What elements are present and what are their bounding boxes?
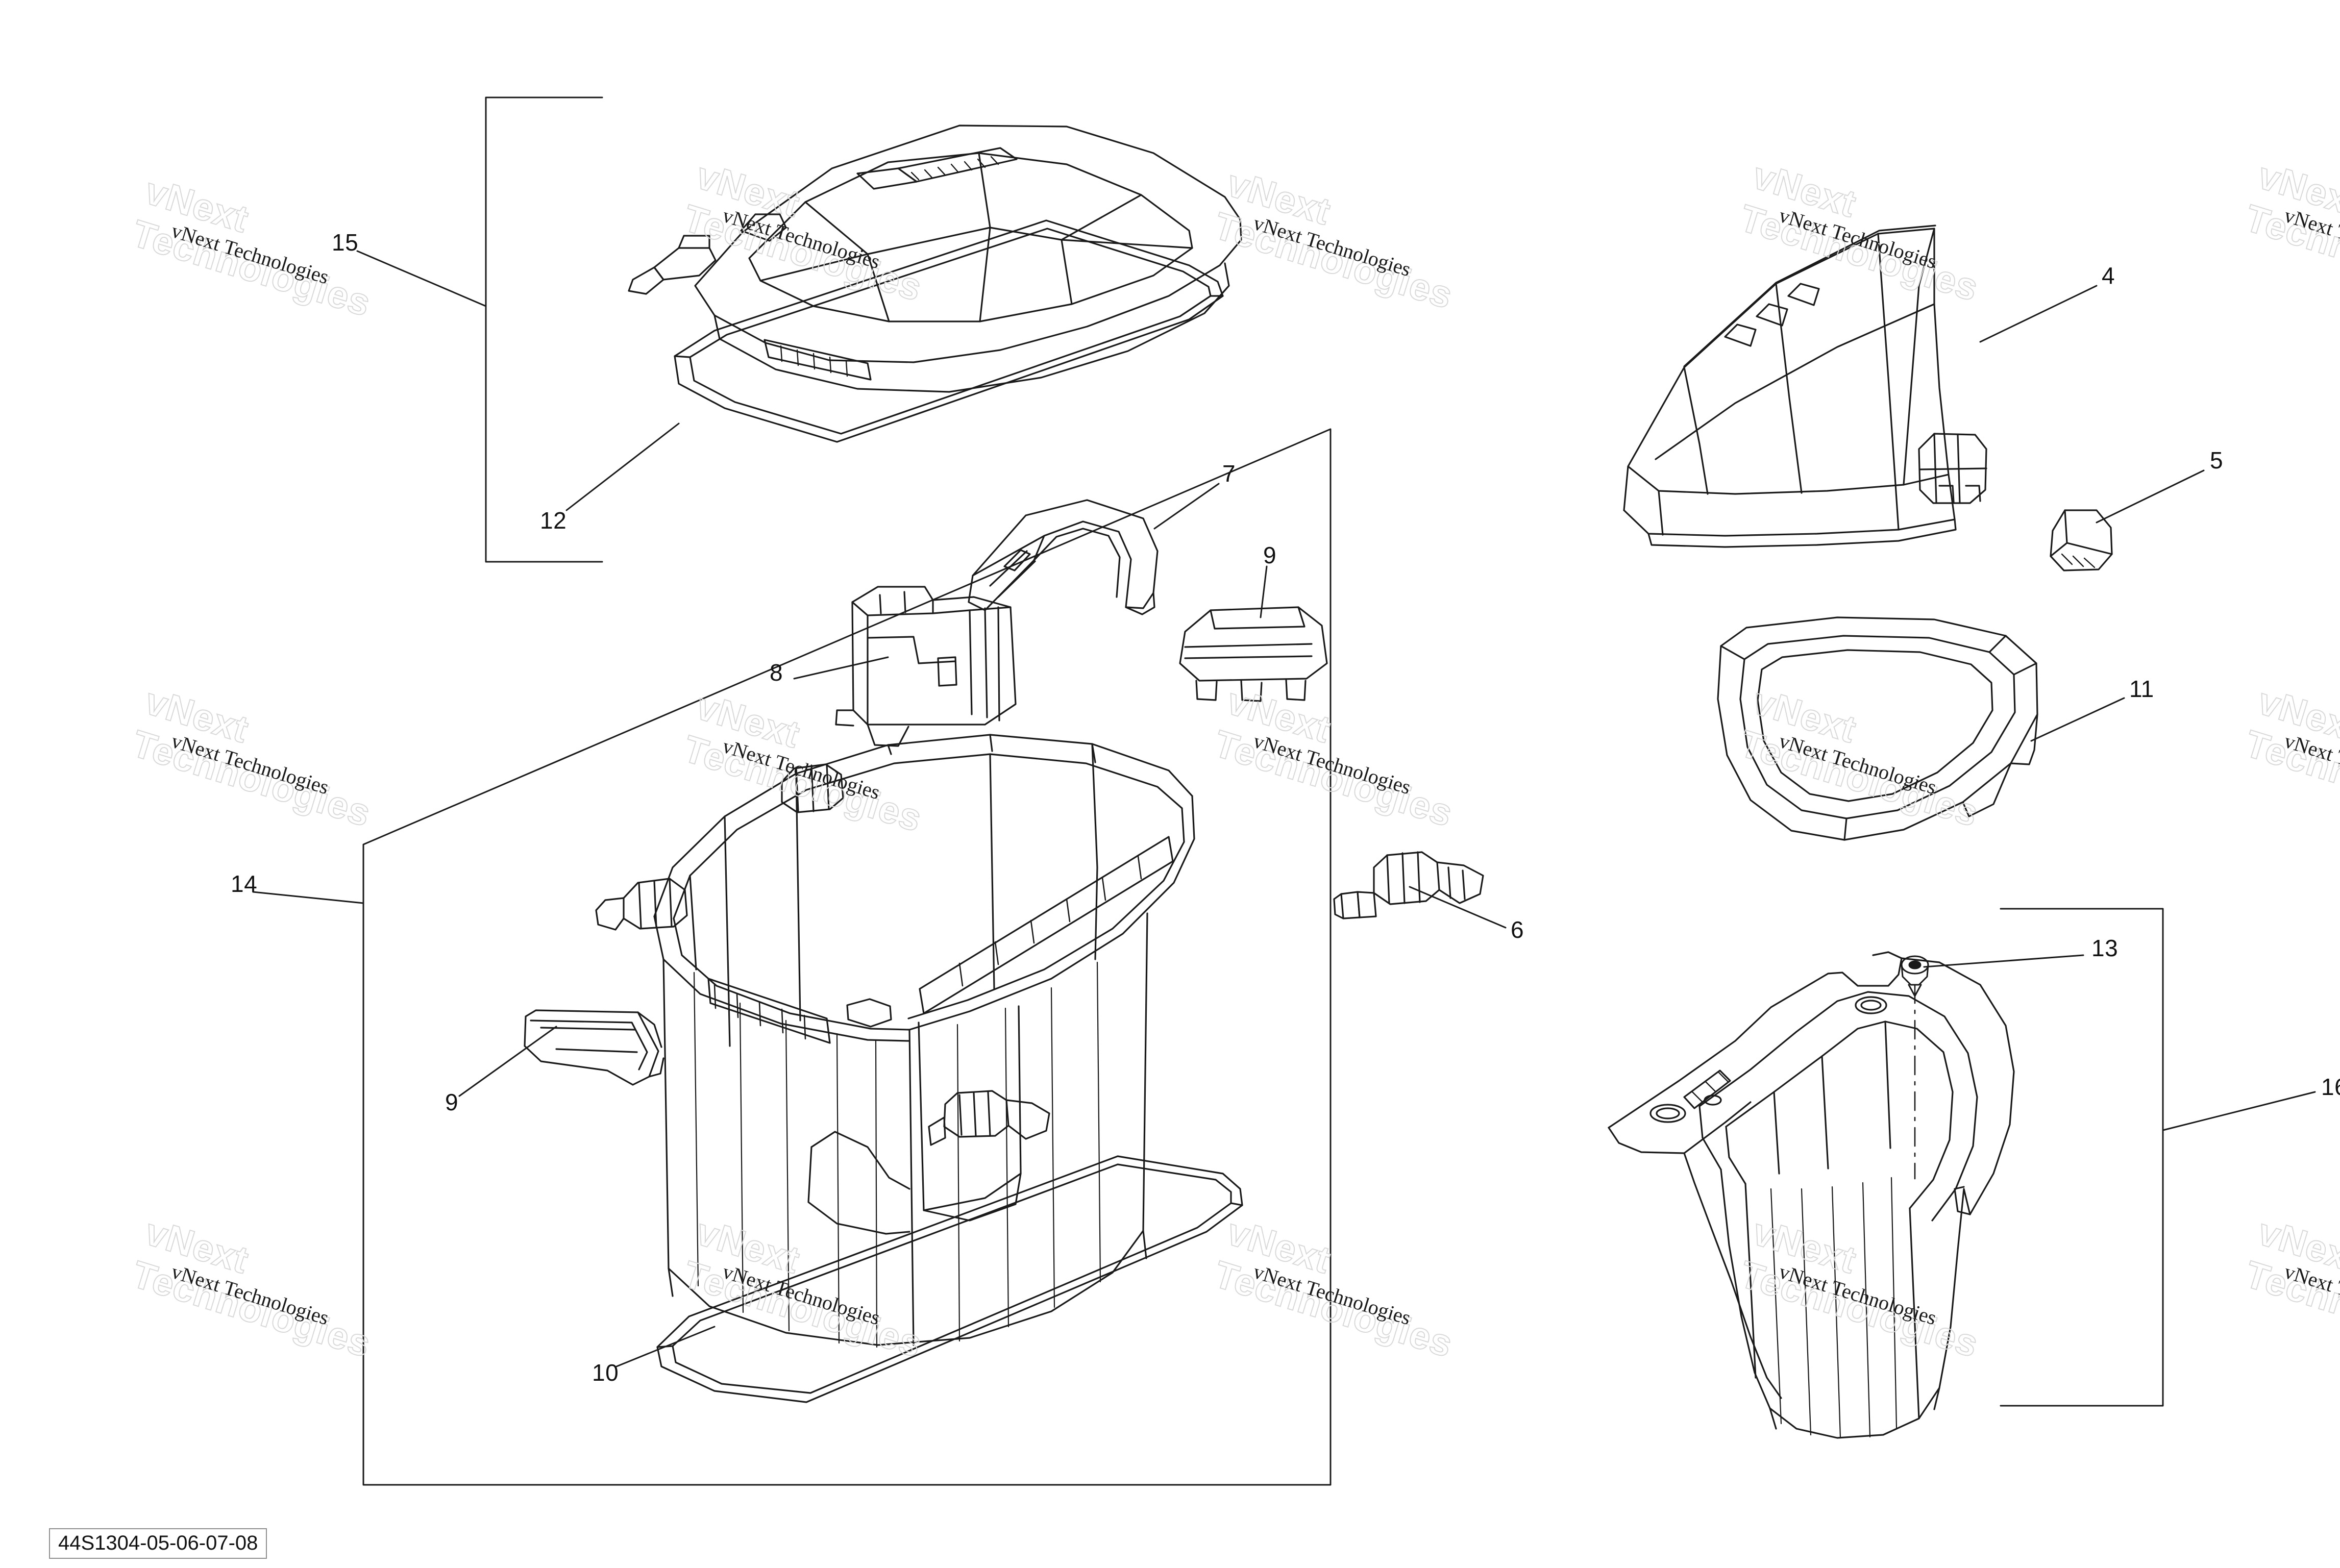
callout-16[interactable]: 16 <box>2321 1074 2340 1100</box>
callout-11[interactable]: 11 <box>2129 676 2154 702</box>
grommet <box>1901 955 1929 997</box>
callout-14[interactable]: 14 <box>231 870 258 897</box>
callout-4[interactable]: 4 <box>2102 262 2115 289</box>
callout-9-upper[interactable]: 9 <box>1263 542 1277 568</box>
retainer-clip-lower <box>524 1009 664 1086</box>
callout-9-lower[interactable]: 9 <box>445 1089 459 1115</box>
callout-8[interactable]: 8 <box>770 659 783 686</box>
group-box-16 <box>2000 908 2164 1407</box>
callout-12[interactable]: 12 <box>540 507 567 534</box>
callout-6[interactable]: 6 <box>1511 916 1524 943</box>
latch-pin <box>1333 851 1484 919</box>
end-cap <box>2050 509 2113 571</box>
leader-lines <box>252 250 2316 1367</box>
callout-10[interactable]: 10 <box>592 1359 619 1386</box>
group-box-15 <box>485 96 603 563</box>
rear-storage-bin <box>1608 951 2015 1439</box>
callout-7[interactable]: 7 <box>1222 460 1236 487</box>
mounting-bracket <box>835 586 1017 747</box>
callout-13[interactable]: 13 <box>2091 935 2119 961</box>
retaining-strap <box>968 499 1159 615</box>
callout-5[interactable]: 5 <box>2210 447 2224 474</box>
callout-15[interactable]: 15 <box>332 229 359 256</box>
part-number-label: 44S1304-05-06-07-08 <box>49 1528 267 1559</box>
